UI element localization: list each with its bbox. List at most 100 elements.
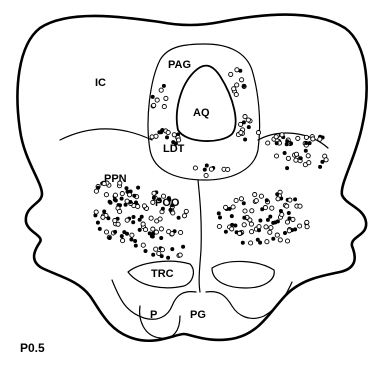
- open-cell-marker: [160, 248, 164, 252]
- open-cell-marker: [249, 241, 253, 245]
- filled-cell-marker: [272, 237, 275, 240]
- open-cell-marker: [136, 204, 140, 208]
- open-cell-marker: [116, 222, 120, 226]
- open-cell-marker: [204, 173, 208, 177]
- filled-cell-marker: [265, 199, 268, 202]
- filled-cell-marker: [242, 121, 245, 124]
- filled-cell-marker: [177, 216, 180, 219]
- open-cell-marker: [130, 233, 134, 237]
- filled-cell-marker: [305, 141, 308, 144]
- open-cell-marker: [141, 222, 145, 226]
- open-cell-marker: [161, 194, 165, 198]
- trc-region-outline-right: [212, 261, 274, 288]
- filled-cell-marker: [96, 221, 99, 224]
- label-aq: AQ: [193, 107, 210, 119]
- open-cell-marker: [288, 198, 292, 202]
- midline-raphe: [198, 180, 201, 292]
- open-cell-marker: [142, 204, 146, 208]
- open-cell-marker: [143, 228, 147, 232]
- filled-cell-marker: [158, 198, 161, 201]
- filled-cell-marker: [279, 209, 282, 212]
- open-cell-marker: [235, 68, 239, 72]
- filled-cell-marker: [256, 238, 259, 241]
- open-cell-marker: [104, 230, 108, 234]
- open-cell-marker: [113, 219, 117, 223]
- open-cell-marker: [170, 232, 174, 236]
- filled-cell-marker: [308, 141, 311, 144]
- open-cell-marker: [318, 137, 322, 141]
- open-cell-marker: [265, 240, 269, 244]
- filled-cell-marker: [261, 208, 264, 211]
- filled-cell-marker: [136, 186, 139, 189]
- open-cell-marker: [243, 209, 247, 213]
- filled-cell-marker: [242, 202, 245, 205]
- open-cell-marker: [298, 204, 302, 208]
- filled-cell-marker: [243, 138, 246, 141]
- open-cell-marker: [296, 136, 300, 140]
- filled-cell-marker: [287, 211, 290, 214]
- label-ldt: LDT: [163, 143, 185, 155]
- filled-cell-marker: [259, 219, 262, 222]
- filled-cell-marker: [113, 198, 116, 201]
- filled-cell-marker: [172, 140, 175, 143]
- open-cell-marker: [151, 200, 155, 204]
- filled-cell-marker: [125, 232, 128, 235]
- label-ic: IC: [95, 77, 106, 89]
- open-cell-marker: [239, 131, 243, 135]
- filled-cell-marker: [138, 218, 141, 221]
- open-cell-marker: [274, 154, 278, 158]
- filled-cell-marker: [228, 207, 231, 210]
- open-cell-marker: [305, 225, 309, 229]
- filled-cell-marker: [266, 218, 269, 221]
- open-cell-marker: [287, 229, 291, 233]
- open-cell-marker: [94, 189, 98, 193]
- filled-cell-marker: [203, 168, 206, 171]
- ic-boundary-left: [60, 129, 152, 140]
- filled-cell-marker: [257, 229, 260, 232]
- filled-cell-marker: [132, 221, 135, 224]
- open-cell-marker: [184, 209, 188, 213]
- open-cell-marker: [193, 166, 197, 170]
- open-cell-marker: [324, 158, 328, 162]
- open-cell-marker: [164, 96, 168, 100]
- filled-cell-marker: [205, 164, 208, 167]
- open-cell-marker: [239, 197, 243, 201]
- filled-cell-marker: [165, 136, 168, 139]
- open-cell-marker: [298, 224, 302, 228]
- label-p: P: [150, 309, 157, 321]
- open-cell-marker: [104, 193, 108, 197]
- open-cell-marker: [102, 182, 106, 186]
- open-cell-marker: [270, 206, 274, 210]
- open-cell-marker: [291, 217, 295, 221]
- open-cell-marker: [94, 210, 98, 214]
- open-cell-marker: [268, 230, 272, 234]
- filled-cell-marker: [318, 165, 321, 168]
- open-cell-marker: [118, 209, 122, 213]
- open-cell-marker: [101, 215, 105, 219]
- open-cell-marker: [172, 133, 176, 137]
- filled-cell-marker: [130, 238, 133, 241]
- filled-cell-marker: [283, 231, 286, 234]
- ic-boundary-right: [258, 133, 328, 148]
- filled-cell-marker: [120, 234, 123, 237]
- open-cell-marker: [226, 167, 230, 171]
- open-cell-marker: [154, 247, 158, 251]
- filled-cell-marker: [103, 210, 106, 213]
- open-cell-marker: [269, 226, 273, 230]
- open-cell-marker: [120, 192, 124, 196]
- filled-cell-marker: [181, 245, 184, 248]
- open-cell-marker: [237, 231, 241, 235]
- filled-cell-marker: [234, 224, 237, 227]
- open-cell-marker: [234, 198, 238, 202]
- open-cell-marker: [113, 193, 117, 197]
- filled-cell-marker: [98, 227, 101, 230]
- open-cell-marker: [209, 167, 213, 171]
- label-pg: PG: [190, 309, 206, 321]
- open-cell-marker: [257, 225, 261, 229]
- open-cell-marker: [125, 218, 129, 222]
- open-cell-marker: [224, 205, 228, 209]
- open-cell-marker: [285, 239, 289, 243]
- open-cell-marker: [149, 216, 153, 220]
- open-cell-marker: [286, 156, 290, 160]
- filled-cell-marker: [275, 142, 278, 145]
